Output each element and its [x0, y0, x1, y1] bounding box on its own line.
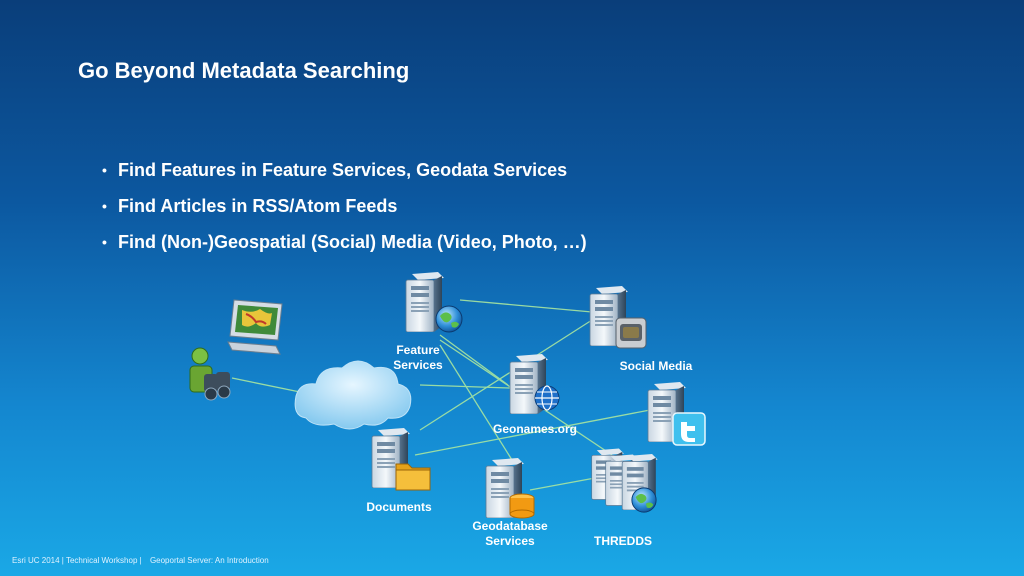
- label-feature-services: Feature Services: [393, 343, 443, 372]
- social-media-server-icon: [589, 286, 647, 349]
- geodatabase-server-icon: [485, 458, 535, 519]
- label-documents: Documents: [366, 500, 432, 514]
- label-geodatabase-services: Geodatabase Services: [472, 519, 548, 548]
- footer-left: Esri UC 2014 | Technical Workshop |: [12, 556, 142, 565]
- slide-title: Go Beyond Metadata Searching: [78, 58, 410, 83]
- footer: Esri UC 2014 | Technical Workshop | Geop…: [12, 556, 269, 565]
- documents-server-icon: [371, 428, 431, 491]
- bullet-text: Find (Non-)Geospatial (Social) Media (Vi…: [118, 232, 587, 252]
- bullet-text: Find Articles in RSS/Atom Feeds: [118, 196, 398, 216]
- label-thredds: THREDDS: [593, 534, 652, 548]
- folder-icon: [395, 463, 431, 491]
- video-tv-icon: [615, 317, 647, 349]
- database-icon: [509, 493, 535, 519]
- feature-services-server-icon: [405, 272, 463, 333]
- geonames-server-icon: [509, 354, 560, 414]
- globe-web-icon: [534, 385, 560, 411]
- twitter-server-icon: [647, 382, 706, 446]
- bullet-item: •Find Features in Feature Services, Geod…: [102, 160, 568, 180]
- footer-right: Geoportal Server: An Introduction: [149, 556, 269, 565]
- thredds-servers-icon: [591, 448, 658, 513]
- globe-icon: [435, 305, 463, 333]
- globe-icon: [631, 487, 657, 513]
- monitor-map-icon: [227, 299, 283, 355]
- bullet-list: •Find Features in Feature Services, Geod…: [100, 152, 587, 260]
- label-social-media: Social Media: [619, 359, 693, 373]
- bullet-text: Find Features in Feature Services, Geoda…: [118, 160, 568, 180]
- bullet-item: •Find Articles in RSS/Atom Feeds: [102, 196, 398, 216]
- label-geonames: Geonames.org: [492, 422, 578, 436]
- cloud-icon: [294, 360, 412, 430]
- user-binoculars-icon: [189, 347, 231, 401]
- twitter-icon: [672, 412, 706, 446]
- bullet-item: •Find (Non-)Geospatial (Social) Media (V…: [102, 232, 587, 252]
